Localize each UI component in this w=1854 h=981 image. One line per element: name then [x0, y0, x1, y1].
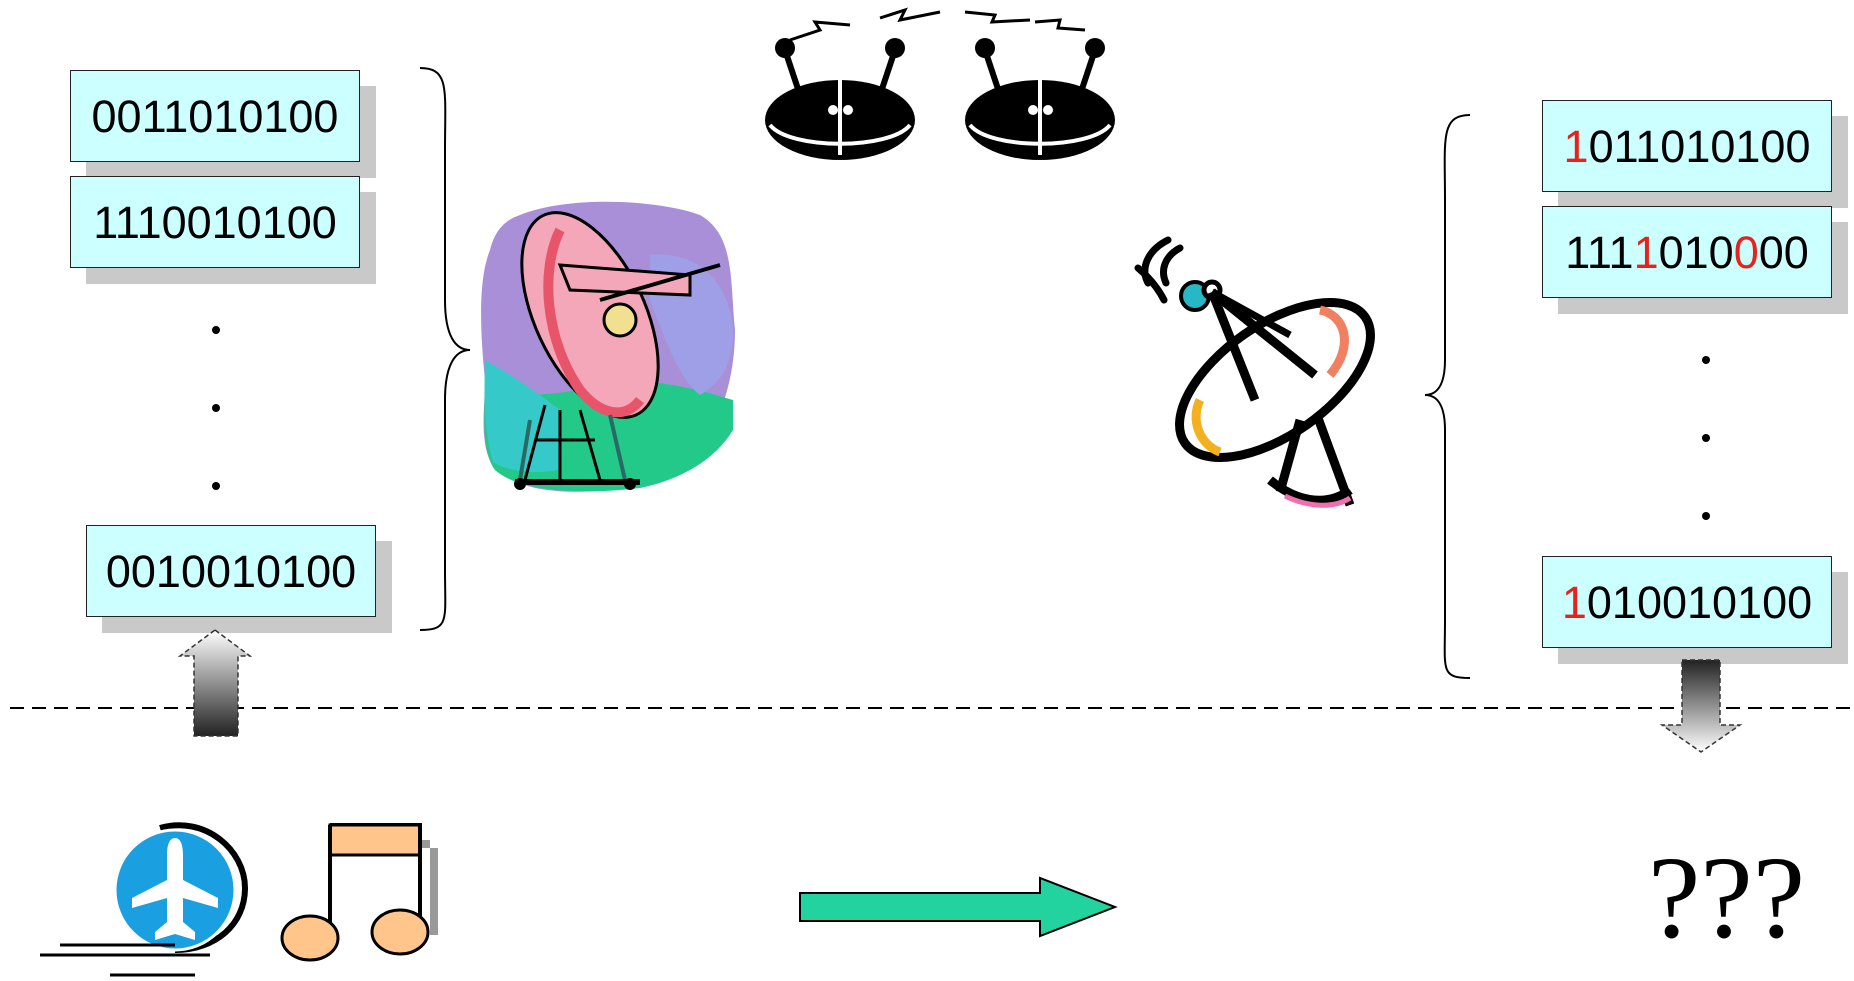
interference-creatures-icon — [765, 10, 1115, 160]
music-note-icon — [282, 825, 438, 960]
airplane-icon — [40, 825, 245, 975]
antenna-icon — [1138, 240, 1397, 505]
left-brace — [420, 68, 470, 630]
encode-arrow-icon — [180, 630, 250, 736]
right-arrow-icon — [800, 878, 1115, 936]
right-brace — [1425, 115, 1470, 678]
satellite-dish-icon — [481, 192, 735, 492]
decode-arrow-icon — [1662, 660, 1740, 752]
